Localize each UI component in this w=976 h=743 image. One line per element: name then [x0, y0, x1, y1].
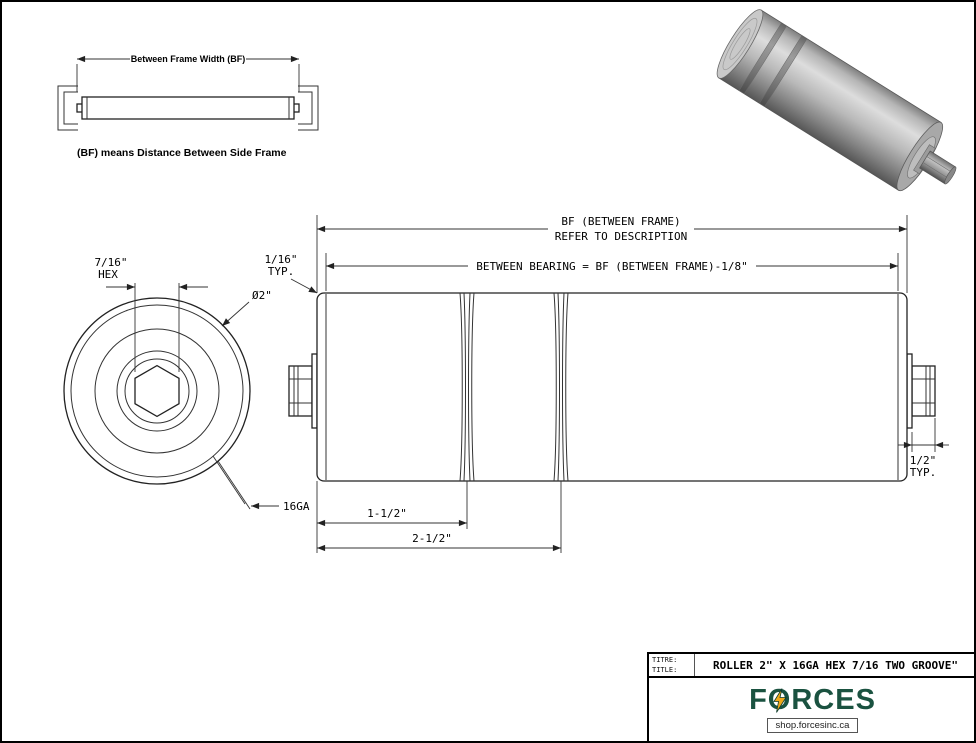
bb-text-mask	[468, 257, 756, 274]
hex-dim-value: 7/16"	[94, 256, 127, 269]
gauge-ext-line-1	[217, 460, 251, 510]
groove1-left-edge	[459, 292, 463, 482]
render-groove-1	[738, 22, 787, 95]
logo-letter-f: F	[749, 684, 768, 716]
logo-letters-rces: RCES	[791, 684, 876, 716]
shaft-left	[288, 365, 313, 417]
shaft-dim-value: 1/2"	[910, 454, 937, 467]
groove2-right-inner	[562, 292, 565, 482]
title-label-cell: TITRE: TITLE:	[649, 654, 695, 676]
right-side-frame	[298, 85, 319, 131]
groove1-right-inner	[468, 292, 471, 482]
render-hex-facet-1	[926, 156, 953, 173]
left-side-frame	[57, 85, 78, 131]
inset-roller-tube	[81, 96, 295, 120]
lightning-bolt-icon	[772, 688, 787, 713]
website-url: shop.forcesinc.ca	[766, 718, 859, 733]
logo-area: FO RCES shop.forcesinc.ca	[649, 678, 974, 741]
face-gap-suffix: TYP.	[268, 265, 295, 278]
groove1-left-inner	[463, 292, 466, 482]
groove2-dim: 2-1/2"	[412, 532, 452, 545]
inset-caption: (BF) means Distance Between Side Frame	[77, 147, 287, 159]
bearing-outer-circle	[116, 350, 198, 432]
render-hex-facet-2	[922, 162, 949, 179]
render-groove-2	[759, 35, 808, 107]
drawing-title: ROLLER 2" X 16GA HEX 7/16 TWO GROOVE"	[712, 658, 959, 672]
render-shaft-tip	[944, 166, 957, 185]
diameter-dim: Ø2"	[252, 289, 272, 302]
bb-dim-text: BETWEEN BEARING = BF (BETWEEN FRAME)-1/8…	[476, 260, 748, 273]
groove1-right-edge	[471, 292, 475, 482]
title-row: TITRE: TITLE: ROLLER 2" X 16GA HEX 7/16 …	[649, 654, 974, 678]
groove1-dim: 1-1/2"	[367, 507, 407, 520]
title-label-fr: TITRE:	[652, 656, 678, 664]
face-gap-value: 1/16"	[264, 253, 297, 266]
bf-dim-line1: BF (BETWEEN FRAME)	[561, 215, 680, 228]
shaft-dim-suffix: TYP.	[910, 466, 937, 479]
hex-dim-suffix: HEX	[98, 268, 118, 281]
render-end-ring-2	[729, 28, 751, 60]
left-side-frame-inner	[63, 91, 78, 125]
title-block: TITRE: TITLE: ROLLER 2" X 16GA HEX 7/16 …	[647, 652, 974, 741]
bf-dim-line2: REFER TO DESCRIPTION	[555, 230, 687, 243]
groove2-left-edge	[553, 292, 557, 482]
roller-side-view	[288, 292, 936, 482]
bf-inset-diagram: Between Frame Width (BF) (BF) means Dist…	[57, 54, 319, 159]
lightning-bolt-shape	[772, 688, 787, 713]
bearing-collar-right	[906, 353, 913, 429]
bf-text-mask	[548, 215, 694, 245]
side-view-dimensions: BF (BETWEEN FRAME) REFER TO DESCRIPTION …	[264, 215, 949, 553]
forces-logo: FO RCES	[749, 686, 876, 715]
logo-letter-o: O	[768, 686, 792, 715]
roller-end-view: 7/16" HEX Ø2" 16GA	[63, 256, 310, 513]
groove2-left-inner	[557, 292, 560, 482]
bearing-housing-circle	[94, 328, 220, 454]
face-gap-leader	[290, 278, 318, 294]
tube-id-circle	[70, 304, 244, 478]
inset-dim-label: Between Frame Width (BF)	[131, 54, 245, 64]
roller-tube-body	[316, 292, 908, 482]
groove2-right-edge	[565, 292, 569, 482]
gauge-dim: 16GA	[283, 500, 310, 513]
bearing-collar-left	[311, 353, 318, 429]
hex-bore	[134, 364, 180, 418]
render-end-cap	[716, 9, 764, 79]
gauge-ext-line-2	[212, 455, 246, 505]
roller-3d-render	[716, 9, 957, 192]
diameter-leader	[221, 301, 250, 327]
render-end-ring-1	[722, 17, 758, 71]
title-label-en: TITLE:	[652, 666, 678, 674]
tube-od-circle	[63, 297, 251, 485]
bearing-inner-circle	[124, 358, 190, 424]
right-side-frame-inner	[298, 91, 313, 125]
shaft-right	[911, 365, 936, 417]
